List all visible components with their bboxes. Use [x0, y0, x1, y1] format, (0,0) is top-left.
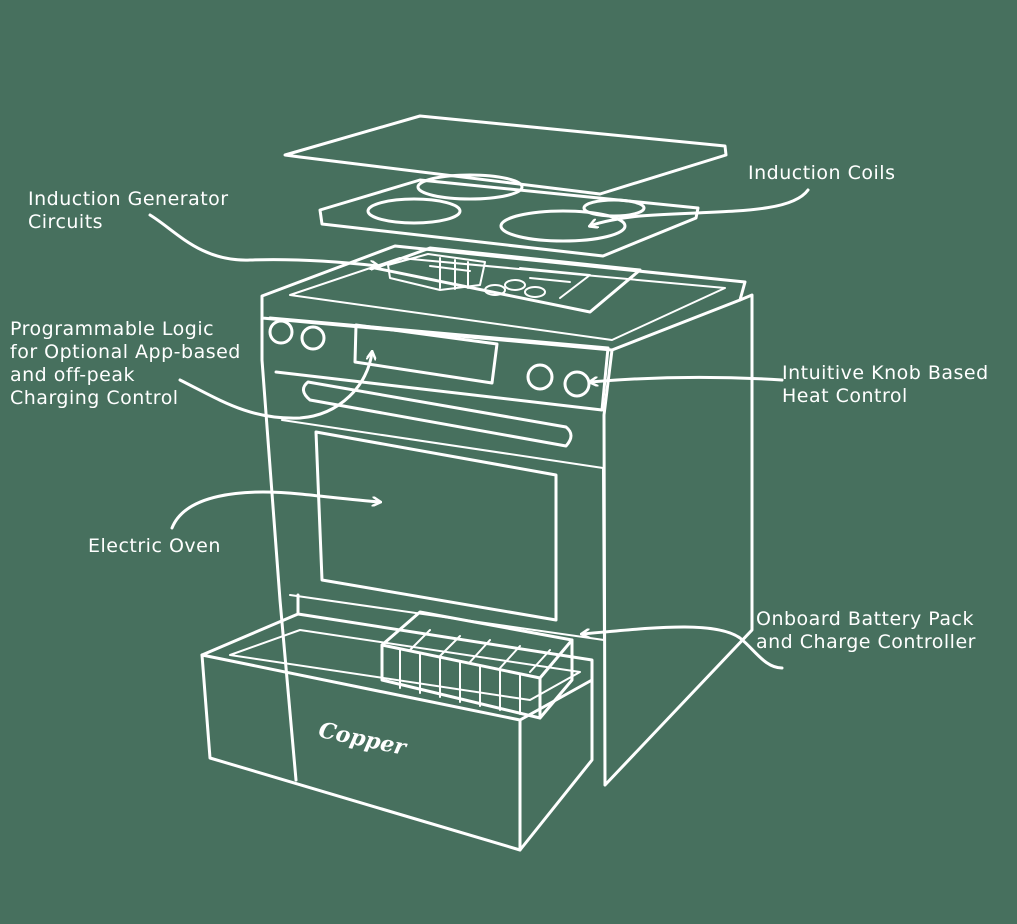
drawer-inner [229, 629, 581, 701]
drawer-front [200, 653, 522, 852]
glass-top-plate [283, 114, 728, 196]
battery-cells [399, 629, 551, 715]
display-panel [353, 323, 499, 385]
capacitor [484, 284, 506, 296]
arrow-induction-coils [590, 188, 810, 226]
arrow-knob-control [590, 375, 784, 382]
induction-coil-small [582, 198, 646, 218]
arrow-battery-pack [582, 625, 784, 670]
control-knob-left-1 [268, 319, 294, 345]
induction-coil-left [366, 197, 462, 225]
label-induction-generator: Induction Generator Circuits [28, 188, 229, 233]
coil-tray [318, 178, 700, 258]
oven-handle [302, 380, 573, 448]
control-knob-right-2 [563, 370, 591, 398]
drawer-sides [200, 593, 594, 852]
capacitor [504, 279, 526, 291]
arrow-programmable-logic [178, 352, 372, 420]
control-knob-right-1 [526, 363, 554, 391]
capacitor [524, 286, 546, 298]
label-electric-oven: Electric Oven [88, 535, 221, 557]
circuit-board-chips [387, 253, 486, 291]
arrow-electric-oven [170, 490, 380, 530]
label-induction-coils: Induction Coils [748, 162, 896, 184]
label-knob-control: Intuitive Knob Based Heat Control [782, 362, 989, 407]
control-knob-left-2 [300, 325, 326, 351]
label-programmable-logic: Programmable Logic for Optional App-base… [10, 318, 241, 409]
arrow-induction-generator [148, 213, 378, 266]
control-panel [268, 316, 610, 412]
oven-door-window [314, 430, 558, 622]
stove-body-outline [260, 293, 754, 787]
stove-top-surface [289, 257, 726, 341]
label-battery-pack: Onboard Battery Pack and Charge Controll… [756, 608, 976, 653]
induction-coil-back [416, 173, 524, 201]
battery-pack-top [380, 610, 574, 680]
induction-coil-right-large [499, 209, 627, 243]
